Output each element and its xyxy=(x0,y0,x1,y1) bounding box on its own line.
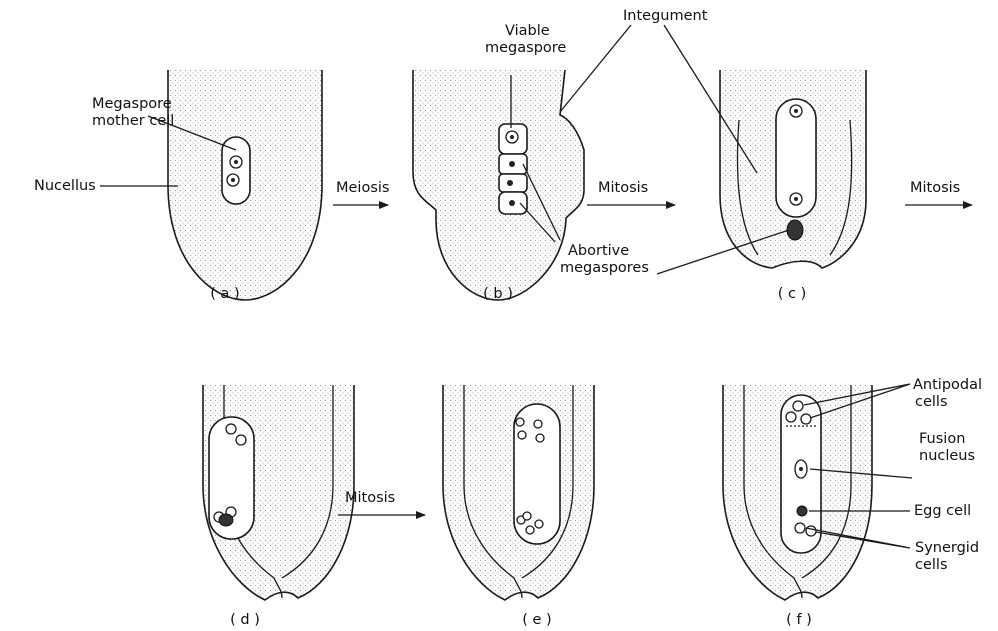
label-mitosis-2: Mitosis xyxy=(910,180,960,196)
label-integument: Integument xyxy=(623,8,708,24)
label-egg-cell: Egg cell xyxy=(914,503,971,519)
egg-cell xyxy=(797,506,807,516)
stage-b: Viable megaspore ( b ) xyxy=(413,23,584,302)
caption-e: ( e ) xyxy=(522,612,551,628)
label-megaspore-mother-cell: Megaspore mother cell xyxy=(92,96,176,129)
caption-b: ( b ) xyxy=(483,286,513,302)
label-synergid-cells: Synergid cells xyxy=(915,540,984,573)
stage-f: Antipodal cells Fusion nucleus Egg cell … xyxy=(723,377,987,628)
caption-c: ( c ) xyxy=(778,286,807,302)
caption-a: ( a ) xyxy=(210,286,239,302)
stage-c: Integument Abortive megaspores ( c ) xyxy=(560,8,866,302)
label-mitosis-1: Mitosis xyxy=(598,180,648,196)
label-fusion-nucleus: Fusion nucleus xyxy=(919,431,975,464)
stage-e: ( e ) xyxy=(443,385,594,628)
stage-a: Megaspore mother cell Nucellus ( a ) xyxy=(34,70,322,302)
arrow-meiosis: Meiosis xyxy=(333,180,389,205)
megaspore-mother-cell xyxy=(222,137,250,204)
label-abortive-megaspores: Abortive megaspores xyxy=(560,243,649,276)
label-nucellus: Nucellus xyxy=(34,178,96,194)
label-antipodal-cells: Antipodal cells xyxy=(913,377,987,410)
arrow-mitosis-2: Mitosis xyxy=(905,180,972,205)
label-viable-megaspore: Viable megaspore xyxy=(485,23,566,56)
arrow-mitosis-1: Mitosis xyxy=(587,180,675,205)
caption-d: ( d ) xyxy=(230,612,260,628)
label-meiosis: Meiosis xyxy=(336,180,389,196)
label-mitosis-3: Mitosis xyxy=(345,490,395,506)
stage-d: ( d ) xyxy=(203,385,354,628)
caption-f: ( f ) xyxy=(786,612,812,628)
